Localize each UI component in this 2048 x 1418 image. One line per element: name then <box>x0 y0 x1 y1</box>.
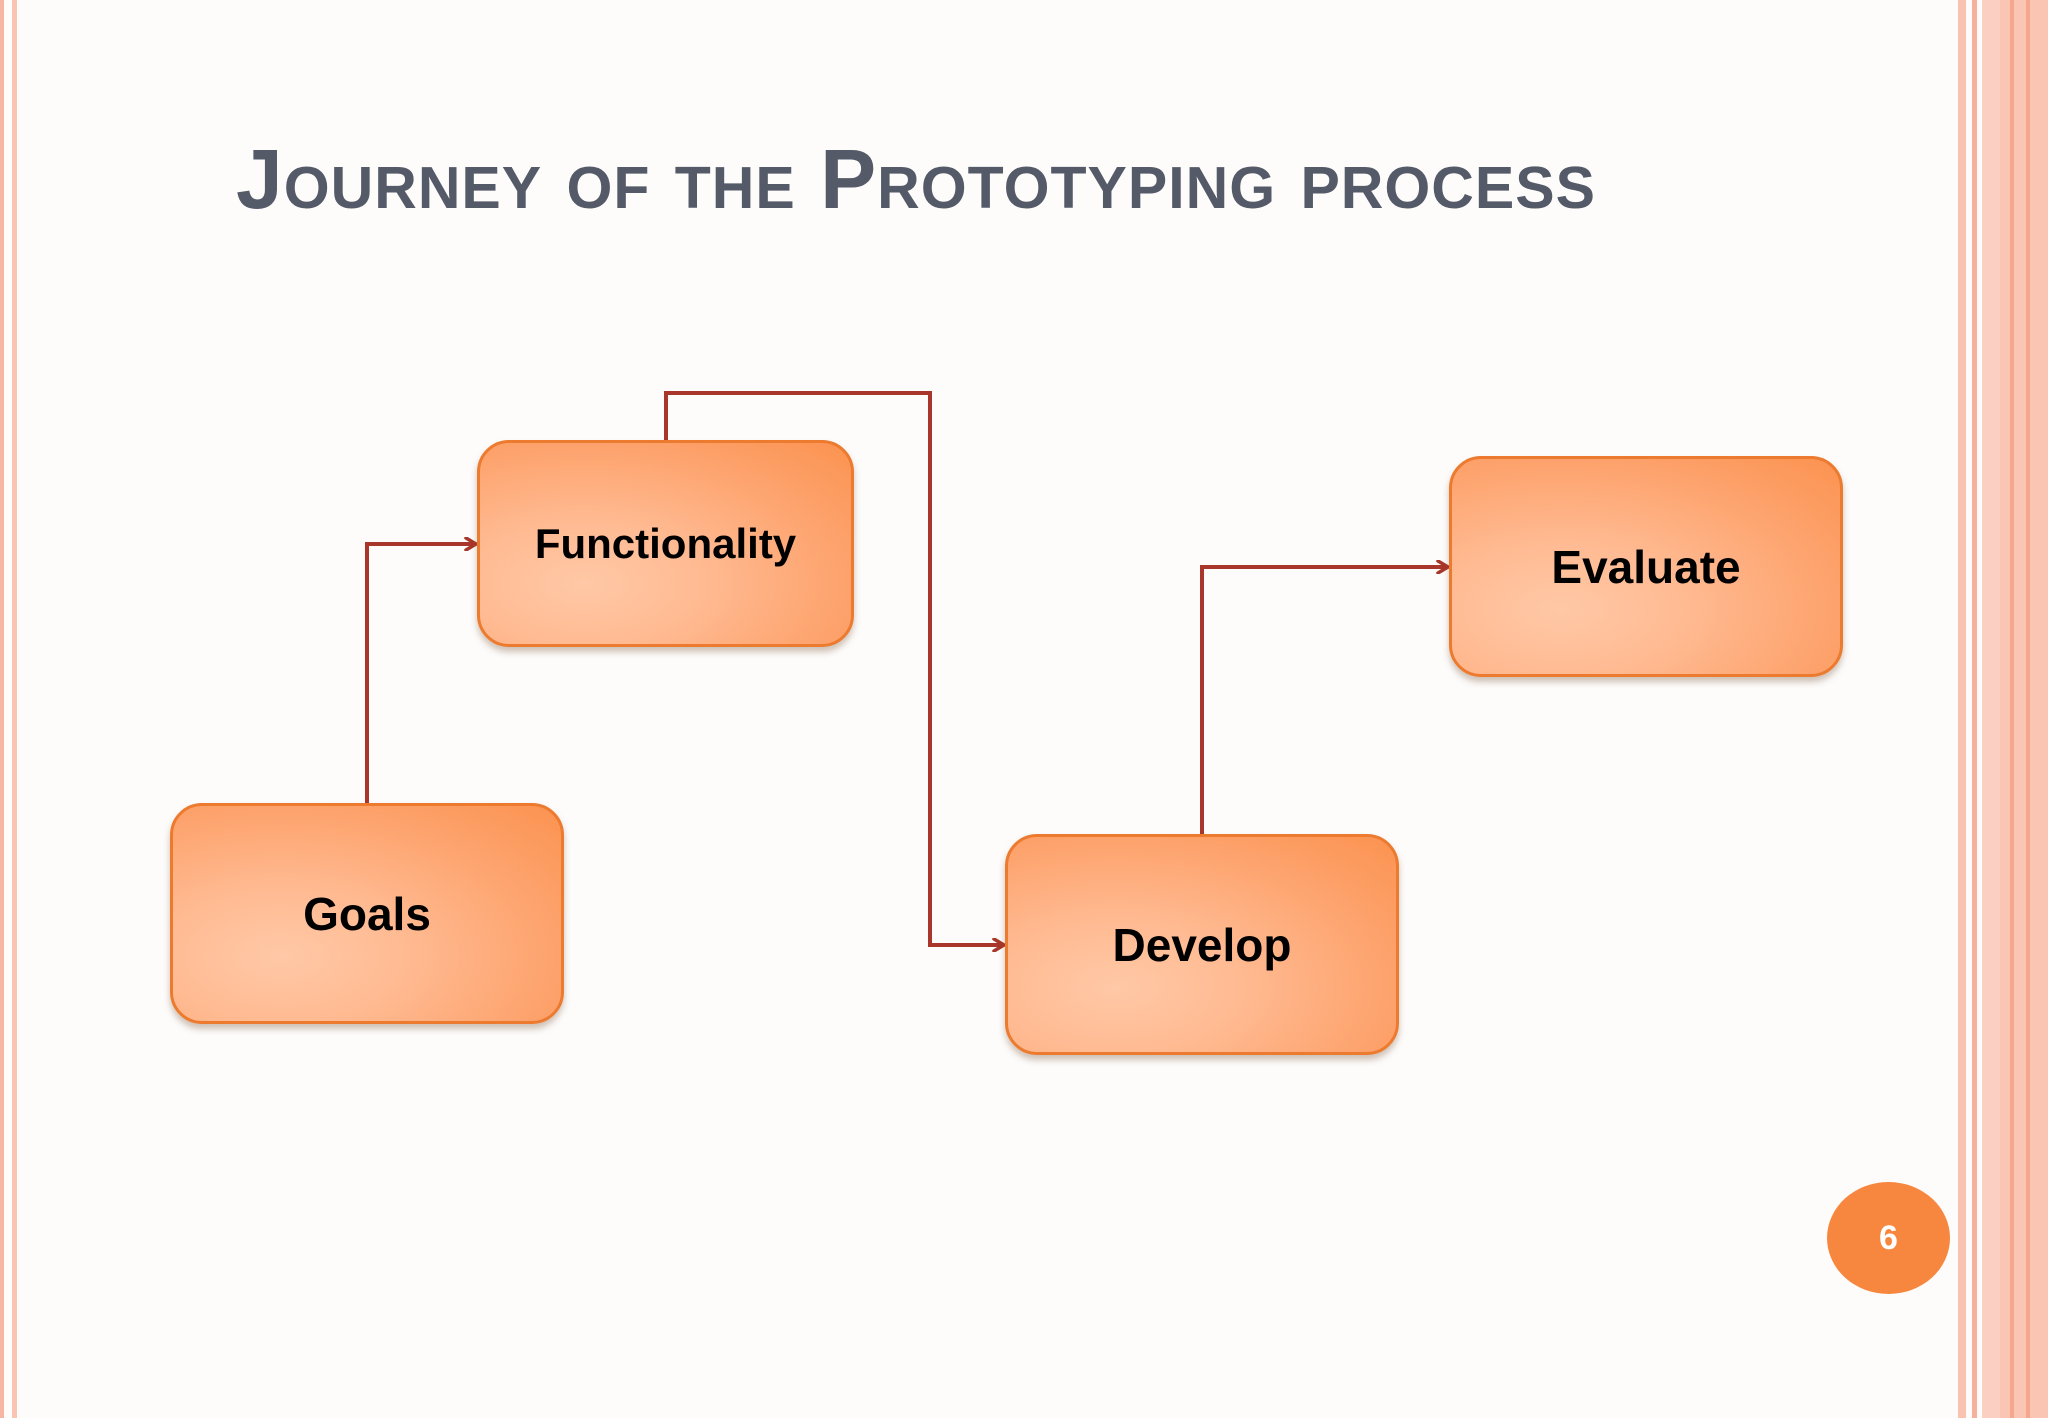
node-label: Develop <box>1112 918 1292 971</box>
right-border-stripe <box>2010 0 2014 1418</box>
left-border-stripe <box>12 0 17 1418</box>
node-goals: Goals <box>170 803 564 1024</box>
slide-title: Journey of the Prototyping process <box>236 132 1596 226</box>
node-label: Evaluate <box>1551 540 1741 593</box>
node-evaluate: Evaluate <box>1449 456 1843 677</box>
right-border-stripe <box>2000 0 2048 1418</box>
node-label: Goals <box>303 887 431 940</box>
edge-develop-to-evaluate <box>1200 567 1447 834</box>
right-border-stripe <box>1972 0 1977 1418</box>
left-border-stripe <box>0 0 4 1418</box>
node-functionality: Functionality <box>477 440 854 647</box>
edge-functionality-to-develop <box>664 391 1003 945</box>
node-develop: Develop <box>1005 834 1399 1055</box>
page-number-badge: 6 <box>1827 1182 1950 1294</box>
right-border-stripe <box>2026 0 2030 1418</box>
node-label: Functionality <box>534 519 797 567</box>
edge-goals-to-functionality <box>365 544 475 803</box>
right-border-stripe <box>1982 0 2000 1418</box>
right-border-stripe <box>1958 0 1966 1418</box>
